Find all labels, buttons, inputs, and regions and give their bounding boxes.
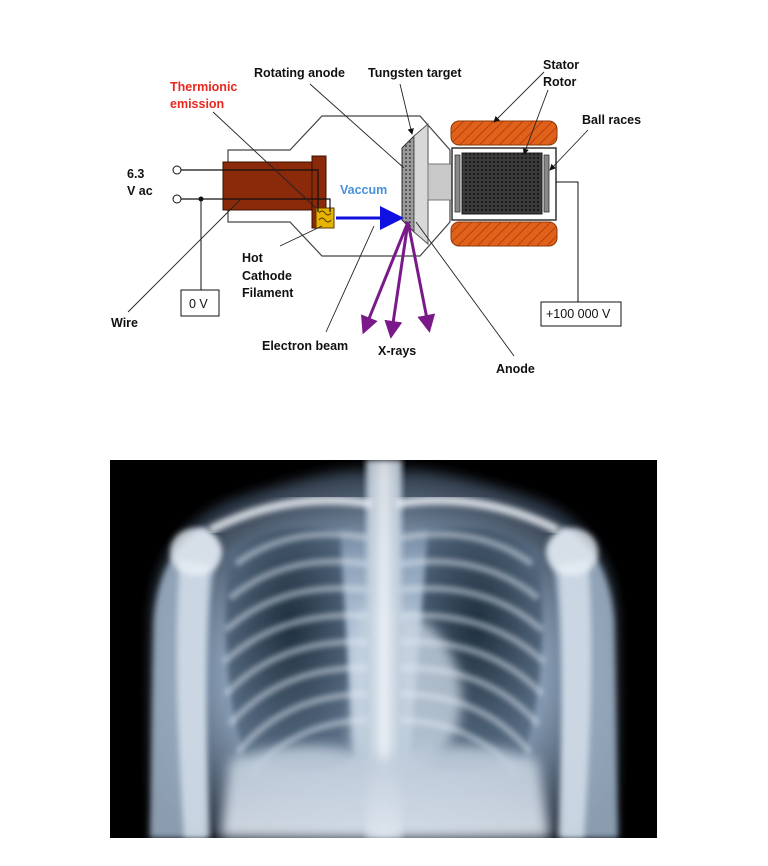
ball-race-left xyxy=(454,154,461,213)
xray-arrow-1 xyxy=(361,221,410,335)
filament-wire-1 xyxy=(181,169,319,212)
label-thermionic: Thermionic xyxy=(170,80,237,94)
terminal-1 xyxy=(172,165,182,175)
label-rotating-anode: Rotating anode xyxy=(254,66,345,80)
label-cathode: Cathode xyxy=(242,269,292,283)
label-wire: Wire xyxy=(111,316,138,330)
leader-tungsten-target xyxy=(399,83,414,135)
filament-coil-turns xyxy=(318,210,332,223)
leader-electron-beam xyxy=(325,225,375,333)
filament-wire-2 xyxy=(181,198,331,212)
zero-volt-box xyxy=(180,289,220,317)
terminal-2 xyxy=(172,194,182,204)
xray-arrow-3 xyxy=(406,221,436,333)
label-voltage-ac-2: V ac xyxy=(127,184,153,198)
leader-rotating-anode xyxy=(309,83,405,169)
xray-arrow-2 xyxy=(384,221,410,339)
leader-thermionic xyxy=(212,111,317,209)
leader-rotor xyxy=(522,89,549,155)
label-ball-races: Ball races xyxy=(582,113,641,127)
label-stator: Stator xyxy=(543,58,579,72)
label-hot: Hot xyxy=(242,251,264,265)
leader-hot-cathode xyxy=(279,225,323,247)
leader-stator xyxy=(493,71,545,123)
label-voltage-ac-1: 6.3 xyxy=(127,167,144,181)
label-high-voltage: +100 000 V xyxy=(546,307,611,321)
filament-coil xyxy=(315,207,335,229)
anode-disc xyxy=(413,122,429,246)
chest-xray-illustration xyxy=(110,460,657,838)
label-electron-beam: Electron beam xyxy=(262,339,348,353)
label-vaccum: Vaccum xyxy=(340,183,387,197)
high-voltage-box xyxy=(540,301,622,327)
label-tungsten-target: Tungsten target xyxy=(368,66,462,80)
label-filament: Filament xyxy=(242,286,294,300)
stator-top xyxy=(450,120,558,146)
leader-anode xyxy=(415,221,515,357)
tungsten-target xyxy=(401,134,415,234)
label-zero-volt: 0 V xyxy=(189,297,208,311)
rotor-core xyxy=(461,152,543,215)
label-xrays: X-rays xyxy=(378,344,416,358)
label-anode: Anode xyxy=(496,362,535,376)
hv-wire xyxy=(556,181,579,302)
stator-bottom xyxy=(450,221,558,247)
x-ray-tube-diagram: Thermionic emission Rotating anode Tungs… xyxy=(111,58,641,376)
ball-race-right xyxy=(543,154,550,213)
label-rotor: Rotor xyxy=(543,75,576,89)
leader-ball-races xyxy=(549,129,589,171)
label-emission: emission xyxy=(170,97,224,111)
chest-xray-image xyxy=(110,460,657,838)
leader-wire xyxy=(127,199,241,313)
